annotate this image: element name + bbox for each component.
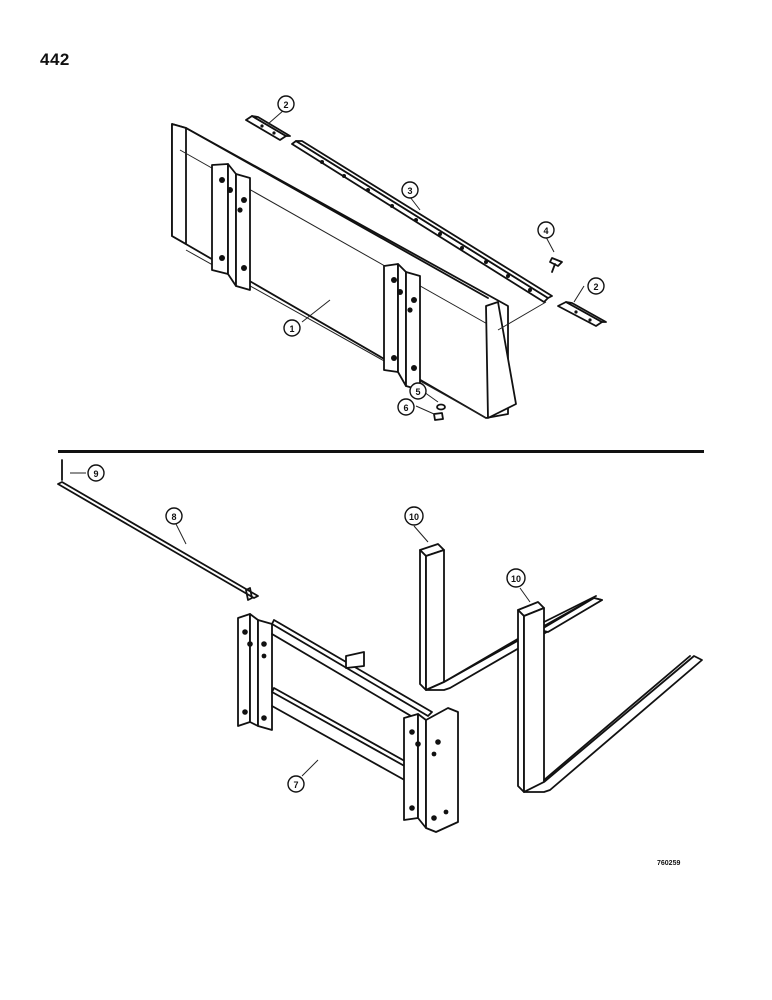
section-divider-line <box>58 450 704 453</box>
callout-10-left: 10 <box>404 506 424 526</box>
callout-3: 3 <box>401 181 419 199</box>
left-bracket-inner <box>235 173 251 291</box>
svg-text:7: 7 <box>293 780 298 790</box>
bucket-left-end <box>171 123 187 245</box>
svg-text:4: 4 <box>543 226 548 236</box>
callout-6: 6 <box>397 398 415 416</box>
fork-shaft <box>57 481 259 601</box>
svg-text:10: 10 <box>409 512 419 522</box>
callout-5: 5 <box>409 382 427 400</box>
svg-text:3: 3 <box>407 186 412 196</box>
callout-10-right: 10 <box>506 568 526 588</box>
callout-9: 9 <box>87 464 105 482</box>
fork-tine-left <box>419 543 603 691</box>
svg-text:6: 6 <box>403 403 408 413</box>
callout-4: 4 <box>537 221 555 239</box>
end-bit-left <box>245 115 287 141</box>
svg-text:1: 1 <box>289 324 294 334</box>
svg-text:9: 9 <box>93 469 98 479</box>
svg-text:10: 10 <box>511 574 521 584</box>
svg-text:5: 5 <box>415 387 420 397</box>
figure-code: 760259 <box>657 860 681 867</box>
page-number: 442 <box>40 50 70 69</box>
hex-nut <box>433 412 444 421</box>
svg-text:2: 2 <box>283 100 288 110</box>
bucket-right-end <box>485 301 517 419</box>
svg-text:2: 2 <box>593 282 598 292</box>
leader-lines <box>70 109 585 777</box>
lock-washer <box>436 403 446 411</box>
right-bracket-inner <box>405 271 421 391</box>
fork-carriage <box>237 613 459 833</box>
callout-1: 1 <box>283 319 301 337</box>
fork-tine-right <box>517 595 703 793</box>
svg-text:8: 8 <box>171 512 176 522</box>
cutting-edge <box>291 140 553 303</box>
end-bit-right <box>557 301 603 327</box>
callout-2-right: 2 <box>587 277 605 295</box>
callout-8: 8 <box>165 507 183 525</box>
callout-7: 7 <box>287 775 305 793</box>
plow-bolt <box>549 257 563 273</box>
callout-2-left: 2 <box>277 95 295 113</box>
bucket-assembly <box>171 123 517 419</box>
